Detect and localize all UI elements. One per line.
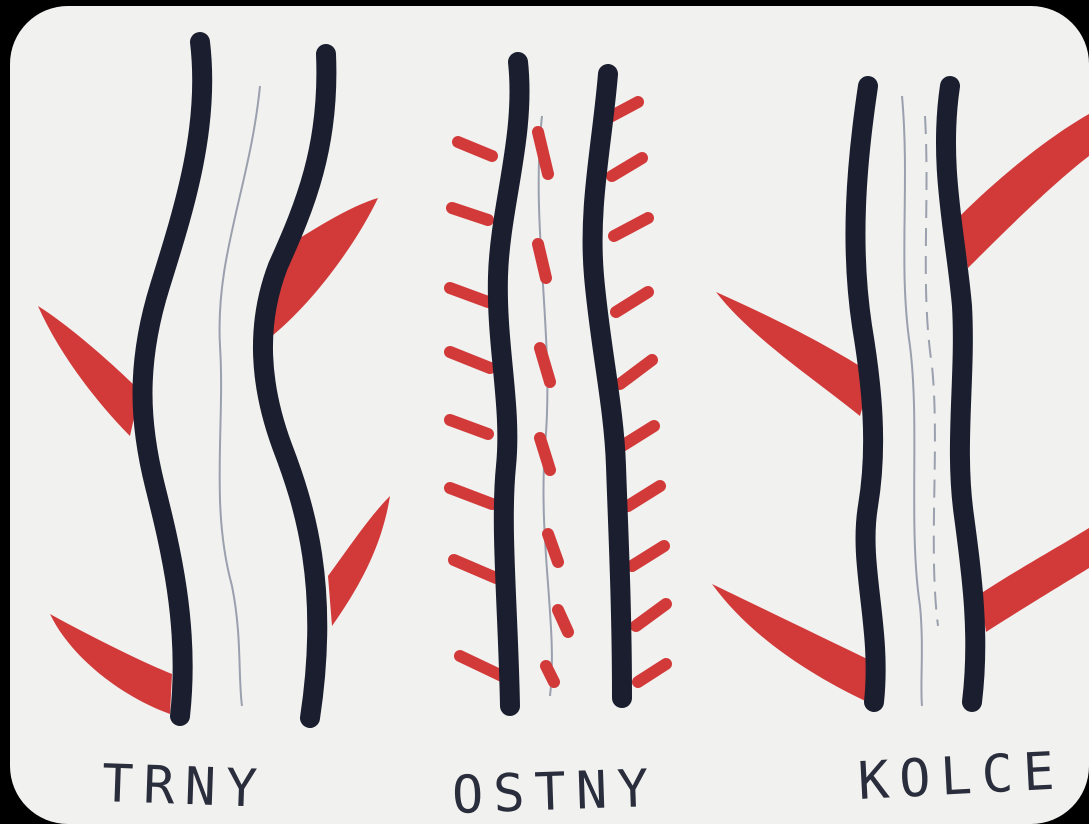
ostny-prickle [616,292,648,312]
ostny-pencil-line [539,116,552,696]
kolce-pencil-line [925,116,938,626]
ostny-prickle [454,560,496,578]
label-ostny: OSTNY [451,759,660,824]
paper-card: TRNY OSTNY KOLCE [10,6,1089,824]
ostny-prickle [458,142,492,156]
ostny-prickle [614,218,648,236]
kolce-spine [960,114,1089,268]
ostny-prickle [540,438,550,470]
ostny-prickle [450,288,488,302]
ostny-prickle [548,534,558,562]
ostny-prickle [632,546,664,566]
trny-pencil-line [220,86,260,706]
ostny-prickle [620,360,652,384]
ostny-prickle [636,604,666,626]
ostny-prickle [450,420,488,434]
trny-thorn [38,306,140,436]
kolce-pencil-line [902,96,922,706]
ostny-prickle [460,656,502,676]
ostny-prickle [450,352,490,368]
kolce-spine [980,528,1089,632]
kolce-spine [716,292,872,416]
stem-diagram [10,6,1089,824]
trny-thorn [328,496,390,626]
ostny-prickle [612,158,642,176]
ostny-prickle [558,610,568,632]
ostny-prickle [540,348,550,382]
ostny-prickle [622,426,654,446]
ostny-prickle [546,666,554,682]
trny-outline-left [143,42,203,716]
ostny-stem [450,62,666,706]
kolce-outline-right [946,86,975,702]
ostny-prickle [450,488,492,504]
ostny-prickle [452,208,488,220]
ostny-outline-left [498,62,520,706]
label-trny: TRNY [101,754,268,820]
ostny-prickle [638,664,666,682]
kolce-spine [712,584,882,706]
trny-thorn [50,614,172,714]
ostny-prickle [538,244,546,278]
kolce-stem [712,86,1089,706]
trny-stem [38,42,390,718]
label-kolce: KOLCE [856,741,1065,812]
trny-outline-right [263,54,326,718]
ostny-prickle [628,486,660,506]
